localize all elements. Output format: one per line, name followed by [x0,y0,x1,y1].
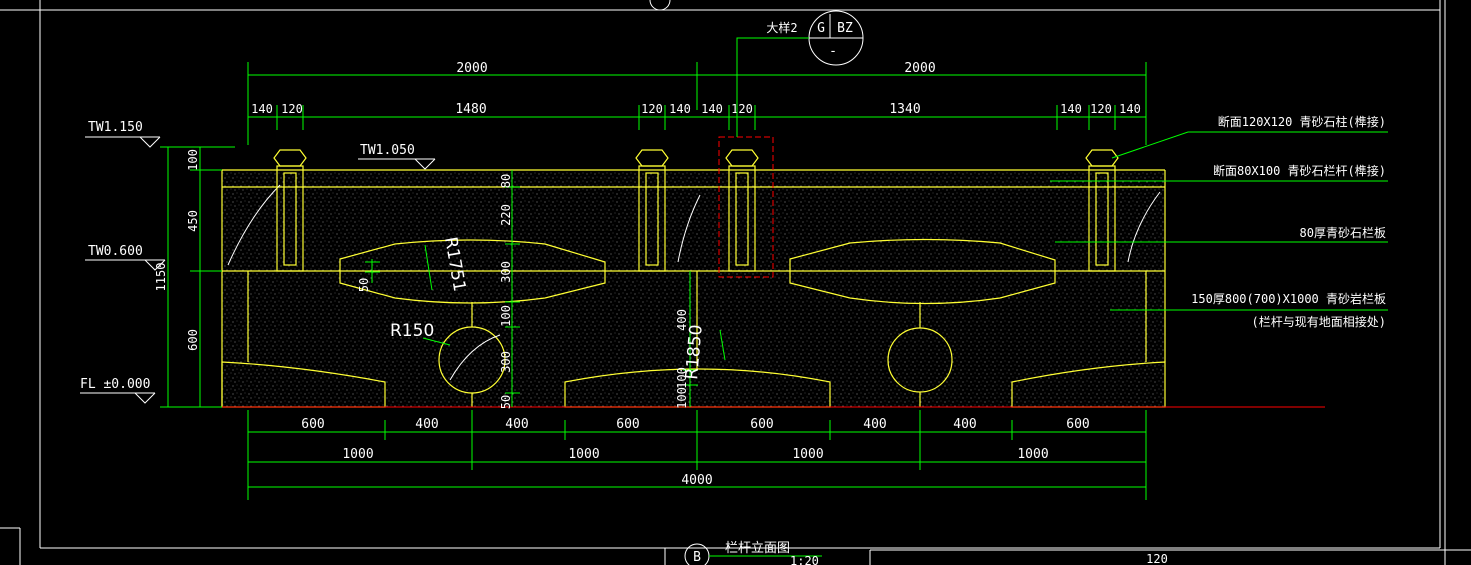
dim-seg: 1480 [455,102,486,117]
radius-r1850: R1850 [682,324,707,381]
inner-dimensions: 80 220 300 100 300 50 50 400 100 100 R17… [357,170,726,409]
note-rail: 断面80X100 青砂石栏杆(榫接) [1213,163,1386,178]
post-4 [1085,149,1119,272]
title-scale: 1:20 [790,554,819,565]
callout-letter: G [817,21,825,36]
dim-seg: 1340 [889,102,920,117]
dim-total: 4000 [681,473,712,488]
dim-b2: 1000 [342,447,373,462]
radius-r150: R150 [390,321,434,341]
dim-overall-right: 2000 [904,61,935,76]
level-tw0600: TW0.600 [88,244,143,259]
dim-b2: 1000 [1017,447,1048,462]
note-post: 断面120X120 青砂石柱(榫接) [1218,114,1386,129]
dim-seg: 120 [281,102,303,116]
title-circle-letter: B [693,550,701,565]
dim-b1: 400 [415,417,438,432]
dim-v100b: 100 [675,367,689,389]
top-dimensions: 2000 2000 140 120 1480 120 140 140 120 1… [247,61,1147,145]
dim-v100: 100 [499,305,513,327]
detail-callout: G BZ - 大样2 [736,10,864,137]
dim-v450: 450 [186,210,200,232]
dim-b1: 400 [953,417,976,432]
callout-dash: - [829,44,837,59]
dim-b1: 600 [616,417,639,432]
dim-seg: 140 [1119,102,1141,116]
dim-120-bottom: 120 [1146,552,1168,565]
dim-seg: 120 [1090,102,1112,116]
dim-v50: 50 [499,395,513,409]
dim-b2: 1000 [568,447,599,462]
dim-v300b: 300 [499,351,513,373]
dim-seg: 140 [251,102,273,116]
level-fl: FL ±0.000 [80,377,150,392]
railing-body [221,169,1325,408]
level-tw1150: TW1.150 [88,120,143,135]
post-3 [718,136,774,278]
bottom-dimensions: 600 400 400 600 600 400 400 600 1000 100… [247,410,1147,500]
callout-code: BZ [837,21,853,36]
dim-v100: 100 [186,149,200,171]
dim-b1: 600 [750,417,773,432]
dim-b1: 600 [1066,417,1089,432]
dim-seg: 140 [1060,102,1082,116]
left-dimensions: 100 450 600 1150 [154,146,235,408]
dim-b2: 1000 [792,447,823,462]
title-text: 栏杆立面图 [725,541,790,556]
dim-v300: 300 [499,261,513,283]
dim-seg: 140 [701,102,723,116]
material-notes: 断面120X120 青砂石柱(榫接) 断面80X100 青砂石栏杆(榫接) 80… [1050,114,1388,329]
dim-overall-left: 2000 [456,61,487,76]
dim-v1150: 1150 [154,263,168,292]
note-panel: 80厚青砂石栏板 [1300,225,1386,240]
dim-v100c: 100 [675,387,689,409]
dim-v50b: 50 [357,278,371,292]
dim-v400: 400 [675,309,689,331]
note-base: 150厚800(700)X1000 青砂岩栏板 [1191,291,1386,306]
level-tw1050: TW1.050 [360,143,415,158]
dim-b1: 600 [301,417,324,432]
dim-seg: 120 [731,102,753,116]
post-2 [635,149,669,272]
left-levels: TW1.150 TW0.600 FL ±0.000 TW1.050 [80,120,436,404]
stone-posts [273,136,1119,278]
dim-v80: 80 [499,174,513,188]
dim-v220: 220 [499,204,513,226]
dim-seg: 120 [641,102,663,116]
post-1 [273,149,307,272]
dim-b1: 400 [863,417,886,432]
dim-b1: 400 [505,417,528,432]
dim-seg: 140 [669,102,691,116]
note-base-sub: (栏杆与现有地面相接处) [1252,314,1386,329]
callout-label: 大样2 [766,20,797,35]
drawing-title: B 栏杆立面图 1:20 120 [684,541,1168,565]
dim-v600: 600 [186,329,200,351]
